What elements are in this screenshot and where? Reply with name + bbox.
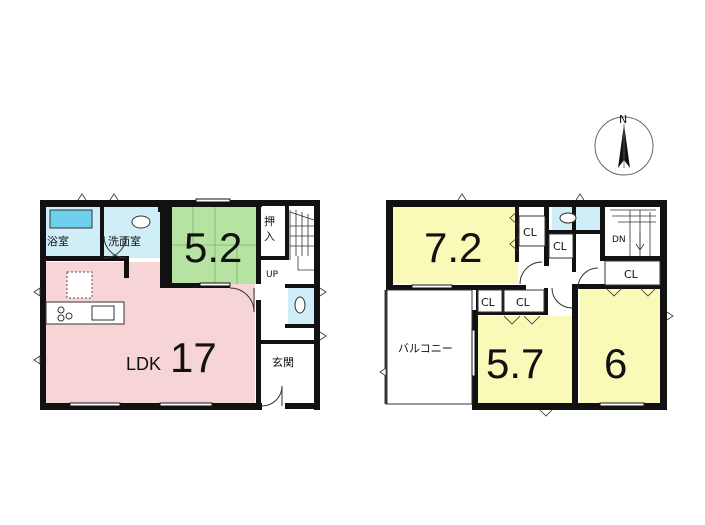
closet-label: CL xyxy=(624,268,639,281)
wall xyxy=(46,256,126,261)
wall xyxy=(386,200,666,207)
room-a-size: 7.2 xyxy=(424,224,482,271)
room-b-size: 5.7 xyxy=(486,340,544,387)
door-swing xyxy=(103,235,127,259)
door-swing xyxy=(229,287,255,313)
washroom-fill xyxy=(104,206,160,258)
toilet-icon xyxy=(294,296,306,314)
entrance-label: 玄関 xyxy=(272,355,294,369)
wall xyxy=(314,200,320,410)
wall xyxy=(472,403,667,410)
closet-box xyxy=(604,260,661,286)
sink-icon xyxy=(91,305,115,321)
tatami-grid xyxy=(172,206,258,284)
wall xyxy=(285,206,289,260)
closet-label: CL xyxy=(553,240,568,253)
ldk-prefix-label: LDK xyxy=(126,354,161,374)
room-a-fill xyxy=(392,206,518,284)
wall xyxy=(40,403,262,410)
ldk-size: 17 xyxy=(170,334,217,381)
wall xyxy=(386,200,393,290)
door-swing xyxy=(551,287,573,309)
wall xyxy=(285,403,320,409)
wall xyxy=(285,324,315,328)
stairs-up-label: UP xyxy=(266,270,279,280)
wall xyxy=(40,200,46,410)
closet-label: CL xyxy=(481,296,496,309)
closet-label: CL xyxy=(523,226,538,239)
washroom-label: 洗面室 xyxy=(108,234,141,248)
closet-box xyxy=(548,233,574,259)
compass-north-label: N xyxy=(619,113,627,126)
washbasin-icon xyxy=(131,215,151,229)
stove-burner-icon xyxy=(57,314,65,322)
door-swing xyxy=(577,267,599,289)
wall xyxy=(285,284,315,288)
toilet-icon xyxy=(559,212,577,224)
balcony-outline xyxy=(385,289,473,405)
room-c-size: 6 xyxy=(604,340,627,387)
closet-box xyxy=(503,289,545,313)
wall xyxy=(515,206,519,262)
closet-box xyxy=(518,215,546,247)
storage-label-line1: 押 xyxy=(264,214,275,228)
balcony-label: バルコニー xyxy=(398,342,453,355)
wall xyxy=(660,200,667,410)
closet-label: CL xyxy=(516,296,531,309)
storage-label-line2: 入 xyxy=(264,230,275,243)
windows-2f xyxy=(411,284,645,407)
wall xyxy=(261,256,289,260)
wall xyxy=(100,206,104,258)
floor-1: 浴室 洗面室 5.2 押 入 UP LDK 17 玄関 xyxy=(40,198,320,410)
closet-box xyxy=(477,289,503,313)
bathtub xyxy=(49,209,93,229)
stairs-1f xyxy=(289,210,315,271)
stairs-2f xyxy=(610,209,656,256)
stairs-down-label: DN xyxy=(612,235,626,245)
wall xyxy=(262,200,320,206)
kitchen-island xyxy=(66,271,93,299)
windows-1f xyxy=(69,198,231,407)
wall xyxy=(549,230,602,234)
room-c-fill xyxy=(580,288,662,404)
wall xyxy=(572,206,576,272)
wall xyxy=(40,200,262,207)
compass: N xyxy=(594,113,654,176)
japanese-room-size: 5.2 xyxy=(184,224,242,271)
closet-doors xyxy=(503,209,657,325)
wall xyxy=(256,300,261,410)
wall xyxy=(544,206,549,266)
exterior-markers xyxy=(33,193,674,417)
room-b-fill xyxy=(478,316,572,404)
wall xyxy=(572,284,660,289)
door-swing xyxy=(103,235,127,259)
stove-burner-icon xyxy=(65,312,73,320)
wall xyxy=(261,340,316,344)
wall xyxy=(124,256,129,278)
wall xyxy=(256,206,261,284)
wall xyxy=(600,206,605,260)
floor-2: 7.2 5.7 6 バルコニー CL CL CL CL CL DN xyxy=(384,200,667,410)
door-swing xyxy=(519,261,543,285)
wall xyxy=(386,285,526,290)
wall xyxy=(544,288,548,315)
wall xyxy=(600,256,660,261)
bath-label: 浴室 xyxy=(47,234,69,248)
door-swing xyxy=(261,385,283,407)
stove-burner-icon xyxy=(57,306,65,314)
wall xyxy=(160,206,172,288)
wall xyxy=(572,284,578,410)
